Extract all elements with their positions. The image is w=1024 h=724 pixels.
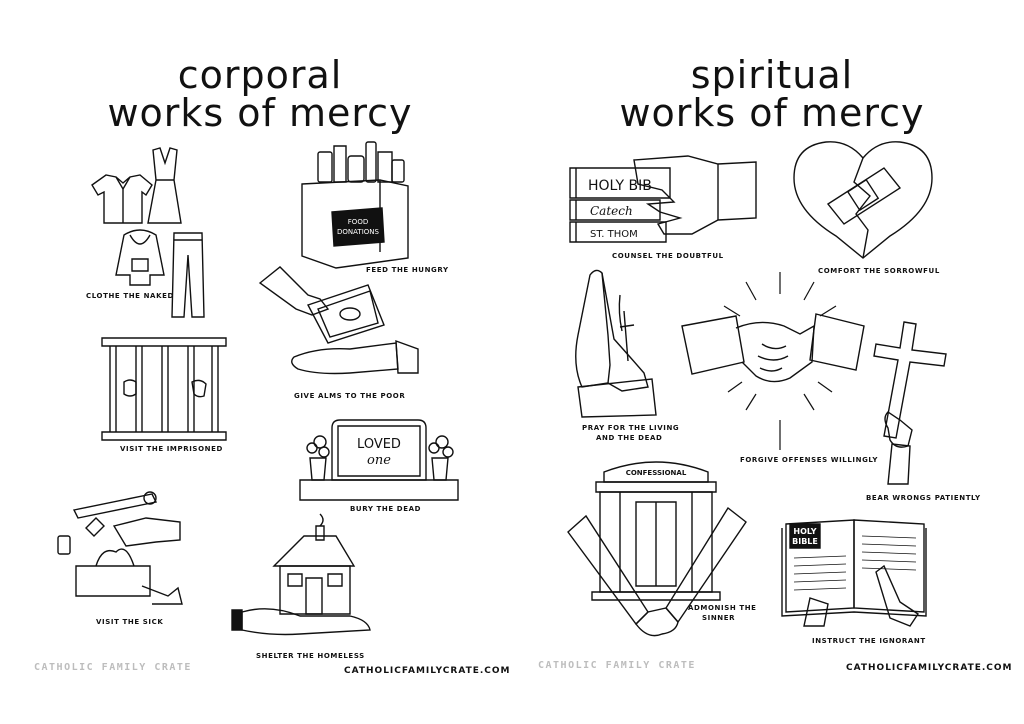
cross-hand-illustration	[874, 320, 950, 486]
label-counsel-the-doubtful: COUNSEL THE DOUBTFUL	[612, 252, 724, 260]
title-line-2: works of mercy	[619, 91, 925, 135]
bible-cover-line-1: HOLY	[793, 527, 816, 536]
brand-wordmark: CATHOLIC FAMILY CRATE	[538, 660, 696, 671]
confessional-illustration: CONFESSIONAL	[566, 452, 748, 644]
bible-cover-line-2: BIBLE	[792, 537, 818, 546]
spiritual-page: spiritual works of mercy HOLY BIB Catech…	[512, 0, 1024, 724]
headstone-text-line-1: LOVED	[357, 437, 401, 452]
house-in-hand-illustration	[230, 512, 375, 642]
box-label-line-1: FOOD	[348, 218, 368, 226]
page-title: corporal works of mercy	[90, 56, 430, 132]
alms-hands-illustration	[258, 265, 423, 385]
book-title-1: HOLY BIB	[588, 178, 652, 194]
sick-care-illustration	[56, 488, 186, 608]
book-title-3: ST. THOM	[590, 229, 638, 240]
label-instruct-the-ignorant: INSTRUCT THE IGNORANT	[812, 637, 926, 645]
label-admonish-line-1: ADMONISH THE	[688, 604, 757, 612]
title-line-2: works of mercy	[107, 91, 413, 135]
label-comfort-the-sorrowful: COMFORT THE SORROWFUL	[818, 267, 940, 275]
label-pray-line-2: AND THE DEAD	[596, 434, 663, 442]
label-give-alms: GIVE ALMS TO THE POOR	[294, 392, 406, 400]
title-line-1: spiritual	[690, 53, 854, 97]
handshake-illustration	[680, 270, 870, 452]
website-link[interactable]: CATHOLICFAMILYCRATE.COM	[846, 663, 1013, 673]
label-clothe-the-naked: CLOTHE THE NAKED	[86, 292, 174, 300]
food-donations-box: FOOD DONATIONS	[296, 140, 416, 270]
label-bury-the-dead: BURY THE DEAD	[350, 505, 422, 513]
title-line-1: corporal	[177, 53, 343, 97]
label-admonish-line-2: SINNER	[702, 614, 736, 622]
label-shelter-the-homeless: SHELTER THE HOMELESS	[256, 652, 365, 660]
brand-wordmark: CATHOLIC FAMILY CRATE	[34, 662, 192, 673]
label-feed-the-hungry: FEED THE HUNGRY	[366, 266, 449, 274]
prison-bars-illustration	[100, 336, 230, 444]
label-visit-the-sick: VISIT THE SICK	[96, 618, 164, 626]
page-title: spiritual works of mercy	[602, 56, 942, 132]
books-and-hand-illustration: HOLY BIB Catech ST. THOM	[568, 154, 760, 249]
headstone-illustration: LOVED one	[298, 418, 460, 504]
label-visit-imprisoned: VISIT THE IMPRISONED	[120, 445, 223, 453]
open-bible-illustration: HOLY BIBLE	[780, 514, 930, 634]
corporal-page: corporal works of mercy CLOTHE THE NAKED…	[34, 56, 511, 676]
book-title-2: Catech	[590, 204, 633, 218]
box-label-line-2: DONATIONS	[337, 228, 379, 236]
clothes-illustration	[88, 145, 218, 320]
confessional-sign: CONFESSIONAL	[626, 469, 687, 477]
label-bear-wrongs: BEAR WRONGS PATIENTLY	[866, 494, 981, 502]
label-forgive-offenses: FORGIVE OFFENSES WILLINGLY	[740, 456, 879, 464]
praying-hands-illustration	[568, 265, 658, 417]
headstone-text-line-2: one	[367, 453, 391, 468]
website-link[interactable]: CATHOLICFAMILYCRATE.COM	[344, 666, 511, 676]
label-pray-line-1: PRAY FOR THE LIVING	[582, 424, 680, 432]
broken-heart-illustration	[790, 138, 936, 262]
